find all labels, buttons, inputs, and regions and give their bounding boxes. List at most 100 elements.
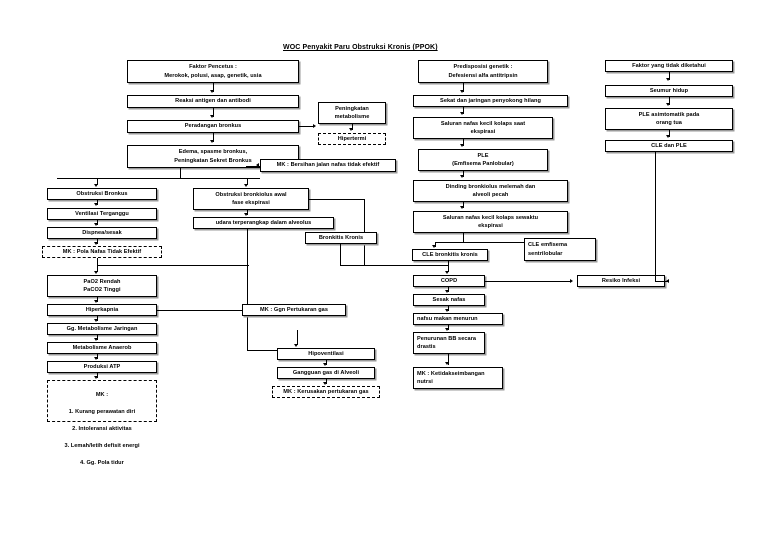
connector-v	[463, 107, 464, 114]
arrow-down-icon	[94, 242, 99, 245]
arrow-down-icon	[94, 203, 99, 206]
node-mk-pola-nafas: MK : Pola Nafas Tidak Efektif	[42, 246, 162, 258]
node-saluran-kolaps-saat: Saluran nafas kecil kolaps saat ekspiras…	[413, 117, 553, 139]
connector-v	[97, 178, 98, 185]
arrow-down-icon	[432, 245, 437, 248]
arrow-down-icon	[210, 140, 215, 143]
arrow-down-icon	[94, 319, 99, 322]
arrow-down-icon	[323, 382, 328, 385]
connector-h	[485, 281, 571, 282]
node-hiperkapnia: Hiperkapnia	[47, 304, 157, 316]
node-penurunan-bb: Penurunan BB secara drastis	[413, 332, 485, 354]
connector-v	[352, 124, 353, 130]
node-pao2-paco2: PaO2 Rendah PaCO2 Tinggi	[47, 275, 157, 297]
node-resiko-infeksi: Resiko Infeksi	[577, 275, 665, 287]
node-gg-metabolisme-jaringan: Gg. Metabolisme Jaringan	[47, 323, 157, 335]
connector-h	[655, 281, 669, 282]
node-bronkitis-kronis: Bronkitis Kronis	[305, 232, 377, 244]
connector-v	[669, 97, 670, 105]
connector-v	[97, 316, 98, 321]
connector-h	[364, 265, 448, 267]
arrow-down-icon	[349, 128, 354, 131]
node-predisposisi-genetik: Predisposisi genetik : Defesiensi alfa a…	[418, 60, 548, 83]
node-saluran-kolaps-sewaktu: Saluran nafas kecil kolaps sewaktu ekspi…	[413, 211, 568, 233]
arrow-down-icon	[210, 115, 215, 118]
node-ple: PLE (Emfisema Panlobular)	[418, 149, 548, 171]
node-ventilasi-terganggu: Ventilasi Terganggu	[47, 208, 157, 220]
arrow-left-icon	[666, 278, 669, 283]
node-mk-ggn-pertukaran-gas: MK : Ggn Pertukaran gas	[242, 304, 346, 316]
connector-v	[213, 83, 214, 92]
arrow-down-icon	[210, 90, 215, 93]
connector-v	[448, 265, 449, 272]
connector-v	[247, 229, 248, 265]
connector-h	[97, 265, 249, 267]
node-ple-asimtomatik: PLE asimtomatik pada orang tua	[605, 108, 733, 130]
arrow-down-icon	[294, 344, 299, 347]
connector-v	[340, 244, 342, 266]
node-cle-bronkitis-kronis: CLE bronkitis kronis	[412, 249, 488, 261]
arrow-down-icon	[460, 144, 465, 147]
mk-list-item: 4. Gg. Pola tidur	[80, 459, 124, 466]
connector-v	[463, 202, 464, 208]
connector-v	[463, 171, 464, 177]
node-peningkatan-metabolisme: Peningkatan metabolisme	[318, 102, 386, 124]
arrow-down-icon	[244, 184, 249, 187]
node-peradangan-bronkus: Peradangan bronkus	[127, 120, 299, 133]
node-hipoventilasi: Hipoventilasi	[277, 348, 375, 360]
connector-v	[326, 360, 327, 365]
connector-v	[97, 200, 98, 205]
connector-h	[340, 265, 364, 267]
arrow-down-icon	[445, 328, 450, 331]
node-cle-dan-ple: CLE dan PLE	[605, 140, 733, 152]
node-dinding-bronkiolus: Dinding bronkiolus melemah dan alveoli p…	[413, 180, 568, 202]
arrow-down-icon	[445, 309, 450, 312]
node-udara-terperangkap: udara terperangkap dalam alveolus	[193, 217, 334, 229]
connector-h	[246, 165, 260, 167]
node-mk-list: MK : 1. Kurang perawatan diri 2. Intoler…	[47, 380, 157, 466]
connector-h	[299, 126, 314, 127]
connector-v	[297, 330, 298, 345]
arrow-down-icon	[323, 363, 328, 366]
node-cle-emfisema-sentrilobular: CLE emfisema sentrilobular	[524, 238, 596, 261]
connector-v	[448, 325, 449, 330]
arrow-down-icon	[460, 112, 465, 115]
connector-v	[247, 178, 248, 185]
mk-list-heading: MK :	[95, 392, 109, 399]
connector-v	[448, 287, 449, 292]
connector-v	[97, 258, 99, 266]
arrow-down-icon	[94, 338, 99, 341]
connector-v	[97, 335, 98, 340]
arrow-down-icon	[94, 357, 99, 360]
arrow-down-icon	[460, 90, 465, 93]
arrow-down-icon	[666, 78, 671, 81]
connector-v	[669, 130, 670, 137]
mk-list-item: 2. Intoleransi aktivitas	[72, 425, 132, 432]
connector-v	[213, 133, 214, 142]
node-seumur-hidup: Seumur hidup	[605, 85, 733, 97]
node-faktor-tidak-diketahui: Faktor yang tidak diketahui	[605, 60, 733, 72]
arrow-right-icon	[313, 123, 316, 128]
connector-v	[247, 210, 248, 215]
arrow-down-icon	[244, 213, 249, 216]
node-copd: COPD	[413, 275, 485, 287]
connector-v	[463, 139, 464, 146]
node-nafsu-makan-menurun: nafsu makan menurun	[413, 313, 503, 325]
connector-v	[97, 265, 98, 272]
node-sesak-nafas: Sesak nafas	[413, 294, 485, 306]
mk-list-item: 1. Kurang perawatan diri	[68, 409, 136, 416]
connector-v	[326, 379, 327, 384]
node-dispnea: Dispnea/sesak	[47, 227, 157, 239]
node-produksi-atp: Produksi ATP	[47, 361, 157, 373]
node-faktor-pencetus: Faktor Pencetus : Merokok, polusi, asap,…	[127, 60, 299, 83]
connector-v	[97, 220, 98, 225]
connector-v	[180, 168, 182, 179]
arrow-down-icon	[445, 362, 450, 365]
node-obstruksi-bronkus: Obstruksi Bronkus	[47, 188, 157, 200]
node-gangguan-gas-alveoli: Gangguan gas di Alveoli	[277, 367, 375, 379]
node-reaksi-antigen: Reaksi antigen dan antibodi	[127, 95, 299, 108]
connector-h	[309, 199, 365, 201]
node-sekat-jaringan: Sekat dan jaringan penyokong hilang	[413, 95, 568, 107]
connector-bus-h	[57, 178, 260, 180]
